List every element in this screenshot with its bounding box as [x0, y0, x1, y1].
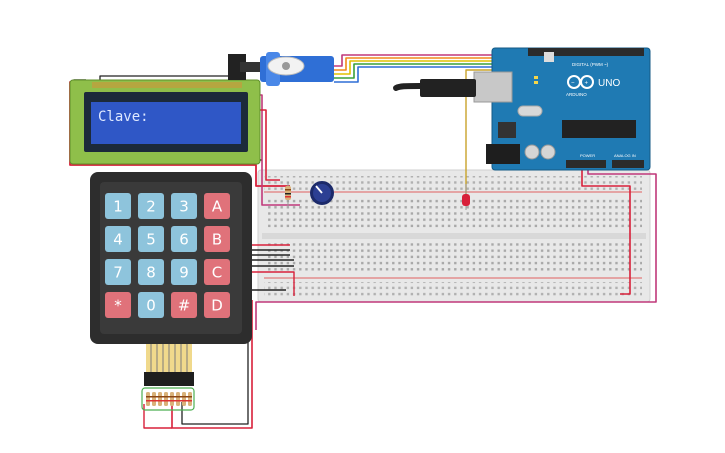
arduino-model: UNO: [598, 78, 620, 89]
keypad-key-label: D: [211, 297, 223, 315]
keypad-connector[interactable]: [144, 372, 194, 386]
arduino-rx-led: [534, 81, 538, 84]
keypad-key-label: #: [178, 297, 191, 315]
keypad-key-1[interactable]: 1: [105, 193, 131, 219]
servo-motor[interactable]: [228, 52, 334, 86]
crystal: [517, 105, 543, 117]
keypad-key-6[interactable]: 6: [171, 226, 197, 252]
breadboard-top-rail: [264, 176, 642, 190]
lcd-header-pins: [92, 82, 242, 88]
wire-resistor-return-dark[interactable]: [181, 296, 249, 425]
breadboard-lower-strip: [266, 242, 642, 274]
keypad-key-label: B: [212, 231, 222, 249]
atmega-chip: [562, 120, 636, 138]
keypad-key-label: 9: [179, 264, 189, 282]
breadboard-center-channel: [262, 233, 646, 239]
resistor-bank[interactable]: [141, 387, 195, 411]
keypad-key-label: 1: [113, 198, 123, 216]
keypad-key-3[interactable]: 3: [171, 193, 197, 219]
keypad-key-hash[interactable]: #: [171, 292, 197, 318]
keypad-key-label: C: [212, 264, 222, 282]
breadboard-bottom-rail: [264, 282, 642, 296]
keypad-key-label: A: [212, 198, 223, 216]
voltage-regulator: [498, 122, 516, 138]
svg-text:−: −: [571, 81, 575, 87]
arduino-usb-port[interactable]: [473, 71, 513, 103]
arduino-digital-header[interactable]: [528, 48, 644, 56]
arduino-power-label: POWER: [580, 153, 595, 158]
lcd-screen: [91, 102, 241, 144]
arduino-brand: ARDUINO: [566, 92, 587, 97]
wire-power-pink[interactable]: [255, 168, 657, 330]
keypad-key-label: 8: [146, 264, 156, 282]
breadboard: [257, 169, 651, 303]
wire-power-red[interactable]: [581, 168, 631, 295]
keypad-key-7[interactable]: 7: [105, 259, 131, 285]
potentiometer[interactable]: [310, 181, 334, 205]
keypad-key-star[interactable]: *: [105, 292, 131, 318]
keypad-key-label: 4: [113, 231, 123, 249]
capacitor-1: [524, 144, 540, 160]
keypad-key-label: 2: [146, 198, 156, 216]
keypad-key-2[interactable]: 2: [138, 193, 164, 219]
keypad-key-label: 7: [113, 264, 123, 282]
wire-keypad-6[interactable]: [250, 271, 295, 296]
wire-lcd-right-red[interactable]: [258, 109, 280, 181]
keypad-key-label: 3: [179, 198, 189, 216]
arduino-analog-label: ANALOG IN: [614, 153, 636, 158]
dc-jack[interactable]: [486, 144, 520, 164]
keypad-key-c[interactable]: C: [204, 259, 230, 285]
keypad-key-0[interactable]: 0: [138, 292, 164, 318]
wire-resistor-bottom[interactable]: [143, 404, 172, 429]
wire-lcd-top[interactable]: [99, 60, 233, 80]
lcd-text: Clave:: [98, 109, 149, 125]
arduino-digital-label: DIGITAL (PWM ~): [572, 62, 609, 67]
arduino-uno[interactable]: DIGITAL (PWM ~) − + UNO ARDUINO: [393, 47, 651, 171]
keypad-key-9[interactable]: 9: [171, 259, 197, 285]
keypad-ribbon: [144, 344, 194, 386]
wire-resistor-return-red[interactable]: [171, 300, 253, 429]
arduino-logo: − + UNO ARDUINO: [566, 75, 620, 97]
svg-text:+: +: [585, 81, 589, 87]
keypad-key-5[interactable]: 5: [138, 226, 164, 252]
keypad-key-label: *: [114, 297, 122, 315]
keypad-key-4[interactable]: 4: [105, 226, 131, 252]
keypad-key-d[interactable]: D: [204, 292, 230, 318]
keypad-key-label: 5: [146, 231, 156, 249]
reset-button[interactable]: [544, 52, 554, 62]
led-red[interactable]: [462, 184, 470, 210]
keypad-keys: 1 2 3 A 4 5 6 B 7 8 9 C * 0 # D: [105, 193, 230, 318]
keypad-key-label: 6: [179, 231, 189, 249]
usb-cable: [393, 79, 476, 97]
keypad-key-label: 0: [146, 297, 156, 315]
arduino-analog-header[interactable]: [612, 160, 644, 168]
arduino-power-header[interactable]: [566, 160, 606, 168]
breadboard-upper-strip: [266, 198, 642, 230]
keypad-key-b[interactable]: B: [204, 226, 230, 252]
keypad-key-a[interactable]: A: [204, 193, 230, 219]
keypad-key-8[interactable]: 8: [138, 259, 164, 285]
arduino-tx-led: [534, 76, 538, 79]
resistor-lcd[interactable]: [285, 182, 291, 206]
lcd-module[interactable]: Clave:: [69, 79, 261, 165]
capacitor-2: [540, 144, 556, 160]
